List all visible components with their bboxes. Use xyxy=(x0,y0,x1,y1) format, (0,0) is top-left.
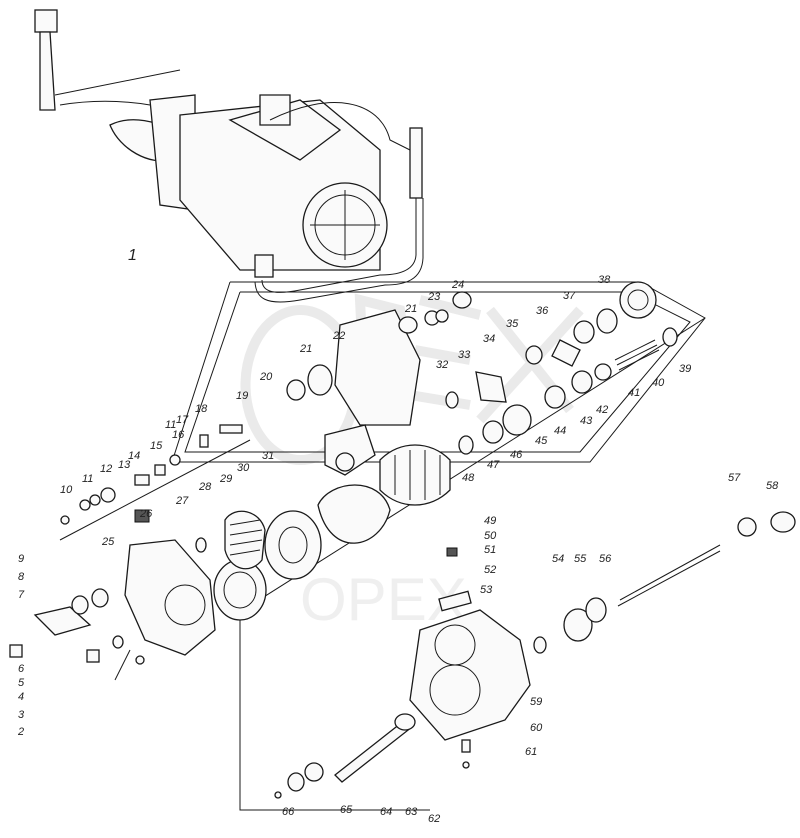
callout-6: 6 xyxy=(18,663,25,675)
callout-23: 23 xyxy=(427,291,441,303)
callout-59: 59 xyxy=(530,696,542,708)
callout-20: 20 xyxy=(259,371,273,383)
callout-45: 45 xyxy=(535,435,548,447)
callout-51: 51 xyxy=(484,544,496,556)
callout-58: 58 xyxy=(766,480,779,492)
callout-47: 47 xyxy=(487,459,500,471)
main-assembly xyxy=(34,9,424,303)
callout-38: 38 xyxy=(598,274,611,286)
callout-63: 63 xyxy=(405,806,418,818)
callout-16: 16 xyxy=(172,429,185,441)
callout-53: 53 xyxy=(480,584,493,596)
callout-27: 27 xyxy=(175,495,189,507)
callout-60: 60 xyxy=(530,722,543,734)
callout-11: 11 xyxy=(165,419,176,431)
callout-48: 48 xyxy=(462,472,475,484)
callout-42: 42 xyxy=(596,404,608,416)
callout-44: 44 xyxy=(554,425,566,437)
callout-57: 57 xyxy=(728,472,741,484)
callout-50: 50 xyxy=(484,530,497,542)
callout-46: 46 xyxy=(510,449,523,461)
callout-11: 11 xyxy=(82,473,93,485)
callout-17: 17 xyxy=(176,414,189,426)
callout-65: 65 xyxy=(340,804,353,816)
callout-5: 5 xyxy=(18,677,25,689)
callout-2: 2 xyxy=(17,726,24,738)
callout-25: 25 xyxy=(101,536,115,548)
callout-19: 19 xyxy=(236,390,248,402)
callout-37: 37 xyxy=(563,290,576,302)
callout-9: 9 xyxy=(18,553,24,565)
callout-62: 62 xyxy=(428,813,440,825)
callout-34: 34 xyxy=(483,333,495,345)
callout-31: 31 xyxy=(262,450,274,462)
callout-26: 26 xyxy=(139,508,153,520)
callout-18: 18 xyxy=(195,403,208,415)
callout-21: 21 xyxy=(299,343,312,355)
callout-52: 52 xyxy=(484,564,496,576)
callout-56: 56 xyxy=(599,553,612,565)
callout-66: 66 xyxy=(282,806,295,818)
callout-43: 43 xyxy=(580,415,593,427)
callout-14: 14 xyxy=(128,450,140,462)
callout-13: 13 xyxy=(118,459,131,471)
callout-29: 29 xyxy=(219,473,232,485)
callout-39: 39 xyxy=(679,363,691,375)
callout-4: 4 xyxy=(18,691,24,703)
callout-64: 64 xyxy=(380,806,392,818)
callout-8: 8 xyxy=(18,571,25,583)
callout-24: 24 xyxy=(451,279,464,291)
callout-12: 12 xyxy=(100,463,112,475)
callout-30: 30 xyxy=(237,462,250,474)
callout-3: 3 xyxy=(18,709,25,721)
callout-22: 22 xyxy=(332,330,345,342)
callout-33: 33 xyxy=(458,349,471,361)
callout-55: 55 xyxy=(574,553,587,565)
callout-40: 40 xyxy=(652,377,665,389)
part-shapes xyxy=(9,281,796,799)
callout-36: 36 xyxy=(536,305,549,317)
callout-32: 32 xyxy=(436,359,448,371)
callout-21: 21 xyxy=(404,303,417,315)
callout-28: 28 xyxy=(198,481,212,493)
callout-54: 54 xyxy=(552,553,564,565)
callout-10: 10 xyxy=(60,484,73,496)
callout-41: 41 xyxy=(628,387,640,399)
callout-49: 49 xyxy=(484,515,496,527)
callout-15: 15 xyxy=(150,440,163,452)
callout-61: 61 xyxy=(525,746,537,758)
callout-1: 1 xyxy=(128,247,137,264)
callout-35: 35 xyxy=(506,318,519,330)
callout-7: 7 xyxy=(18,589,25,601)
